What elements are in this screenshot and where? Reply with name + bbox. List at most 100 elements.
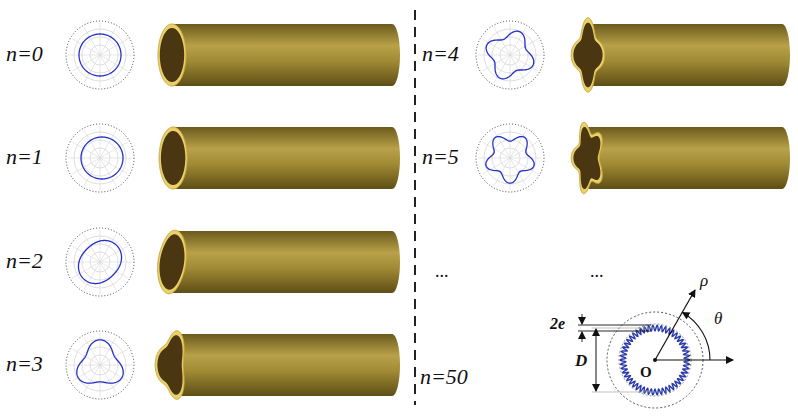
drawing-stroke <box>72 262 100 278</box>
drawing-stroke <box>571 122 602 193</box>
drawing-stroke <box>100 262 132 263</box>
drawing-stroke <box>72 246 100 262</box>
drawing-stroke <box>494 158 510 186</box>
drawing-stroke <box>510 55 511 87</box>
mode-curve <box>81 137 123 179</box>
drawing-stroke <box>100 365 132 366</box>
drawing-stroke <box>72 39 100 55</box>
mode-label: n=3 <box>6 353 43 375</box>
drawing-stroke <box>482 142 510 158</box>
drawing-stroke <box>72 55 100 71</box>
tube <box>158 230 400 294</box>
drawing-stroke <box>100 230 101 262</box>
drawing-stroke <box>573 127 600 189</box>
mode-curve <box>486 31 534 79</box>
mode-label: n=50 <box>420 366 468 388</box>
drawing-stroke <box>100 158 128 174</box>
extension-line <box>592 392 655 393</box>
dimension-arrow <box>582 314 583 324</box>
drawing-stroke <box>157 335 182 395</box>
divider-line <box>414 10 416 405</box>
drawing-stroke <box>100 262 116 290</box>
drawing-stroke <box>571 18 605 92</box>
drawing-stroke <box>774 127 790 189</box>
drawing-stroke <box>510 55 526 83</box>
drawing-stroke <box>482 55 510 71</box>
drawing-stroke <box>510 23 511 55</box>
polar-plot <box>66 228 134 296</box>
drawing-stroke <box>100 55 116 83</box>
drawing-stroke <box>66 124 134 192</box>
drawing-stroke <box>476 124 544 192</box>
polar-plot <box>66 21 134 89</box>
drawing-stroke <box>84 27 100 55</box>
polar-plot <box>66 331 134 399</box>
axis-label: ρ <box>700 272 708 289</box>
drawing-stroke <box>100 365 116 393</box>
drawing-stroke <box>573 23 602 88</box>
tube <box>571 18 790 92</box>
drawing-stroke <box>100 55 101 87</box>
drawing-stroke <box>172 231 392 293</box>
drawing-stroke <box>68 262 100 263</box>
drawing-stroke <box>100 126 101 158</box>
axis-arrow <box>655 359 733 360</box>
tube <box>155 331 400 400</box>
mode-curve <box>78 240 121 283</box>
dimension-label: D <box>575 352 587 369</box>
drawing-stroke <box>476 21 544 89</box>
mode-label: n=5 <box>422 146 459 168</box>
origin-dot <box>653 358 657 362</box>
axis-arrow <box>655 290 695 360</box>
drawing-stroke <box>155 331 184 400</box>
drawing-stroke <box>510 158 511 190</box>
drawing-stroke <box>510 158 542 159</box>
extension-line <box>592 328 655 329</box>
mode-label: n=0 <box>6 43 43 65</box>
dimension-arrow <box>582 332 583 342</box>
tube <box>159 127 400 189</box>
drawing-stroke <box>588 127 782 189</box>
drawing-stroke <box>510 142 538 158</box>
drawing-stroke <box>100 337 116 365</box>
drawing-stroke <box>510 55 542 56</box>
drawing-stroke <box>66 21 134 89</box>
drawing-stroke <box>494 27 510 55</box>
drawing-stroke <box>158 230 187 294</box>
drawing-stroke <box>68 55 100 56</box>
drawing-stroke <box>159 127 187 189</box>
axis-label: θ <box>714 310 722 327</box>
drawing-stroke <box>510 39 538 55</box>
mode-curve <box>486 137 534 184</box>
drawing-stroke <box>100 158 132 159</box>
mode-curve <box>79 34 121 76</box>
mode-label: n=4 <box>422 43 459 65</box>
drawing-stroke <box>510 130 526 158</box>
drawing-stroke <box>84 337 100 365</box>
dimension-label: 2e <box>550 316 565 332</box>
polar-plot <box>476 124 544 192</box>
extension-line <box>578 331 651 332</box>
drawing-stroke <box>84 234 100 262</box>
tube <box>158 24 400 86</box>
drawing-stroke <box>172 127 392 189</box>
drawing-stroke <box>100 262 128 278</box>
drawing-stroke <box>100 142 128 158</box>
drawing-stroke <box>478 158 510 159</box>
drawing-stroke <box>384 127 400 189</box>
drawing-stroke <box>160 28 184 82</box>
drawing-stroke <box>100 130 116 158</box>
drawing-stroke <box>384 24 400 86</box>
drawing-stroke <box>774 24 790 86</box>
drawing-stroke <box>66 331 134 399</box>
ellipsis: ... <box>590 262 604 280</box>
drawing-stroke <box>160 234 185 289</box>
drawing-stroke <box>100 23 101 55</box>
drawing-stroke <box>100 262 101 294</box>
drawing-stroke <box>100 55 132 56</box>
drawing-stroke <box>384 231 400 293</box>
extension-line <box>578 325 651 326</box>
dimension-arrow <box>596 329 597 391</box>
